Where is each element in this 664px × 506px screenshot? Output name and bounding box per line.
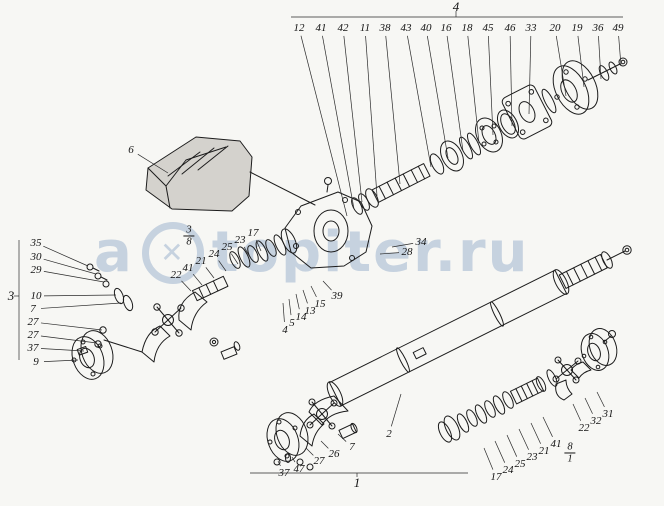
callout-29: 29	[30, 264, 42, 276]
callout-28: 28	[401, 246, 413, 258]
callout-38: 38	[379, 22, 391, 34]
callout-24: 24	[208, 248, 220, 260]
callout-39: 39	[331, 290, 343, 302]
callout-41: 41	[550, 438, 562, 450]
callout-18: 18	[461, 22, 473, 34]
callout-49: 49	[612, 22, 624, 34]
callout-21: 21	[538, 445, 550, 457]
watermark-text-prefix: a	[94, 220, 134, 285]
callout-35: 35	[30, 237, 42, 249]
callout-23: 23	[234, 234, 246, 246]
watermark-logo-glyph: ✕	[160, 235, 186, 269]
callout-20: 20	[549, 22, 561, 34]
callout-40: 40	[420, 22, 432, 34]
callout-34: 34	[415, 236, 427, 248]
callout-16: 16	[440, 22, 452, 34]
callout-4: 4	[282, 324, 288, 336]
callout-17: 17	[247, 227, 259, 239]
callout-7: 7	[30, 303, 36, 315]
callout-19: 19	[571, 22, 583, 34]
callout-14: 14	[295, 311, 307, 323]
group-label-4: 4	[452, 0, 460, 14]
callout-24: 24	[502, 464, 514, 476]
callout-31: 31	[602, 408, 614, 420]
callout-11: 11	[359, 22, 371, 34]
callout-5: 5	[289, 317, 295, 329]
watermark: a ✕ topiter.ru	[94, 220, 529, 285]
protective-cover	[145, 136, 316, 212]
callout-25: 25	[221, 241, 233, 253]
callout-13: 13	[304, 305, 316, 317]
group-label-1: 1	[353, 475, 361, 490]
callout-15: 15	[314, 298, 326, 310]
callout-42: 42	[337, 22, 349, 34]
watermark-text-suffix: topiter.ru	[211, 220, 530, 285]
callout-7: 7	[349, 441, 355, 453]
upper-driveshaft-assembly	[351, 57, 628, 215]
callout-12: 12	[293, 22, 305, 34]
group-label-3: 3	[7, 288, 15, 303]
callout-17: 17	[490, 471, 502, 483]
callout-27: 27	[313, 455, 325, 467]
callout-36: 36	[592, 22, 604, 34]
callout-47: 47	[293, 463, 305, 475]
callout-46: 46	[504, 22, 516, 34]
callout-43: 43	[400, 22, 412, 34]
callout-21: 21	[195, 255, 207, 267]
callout-2: 2	[386, 428, 392, 440]
callout-45: 45	[482, 22, 494, 34]
callout-27: 27	[27, 329, 39, 341]
callout-33: 33	[525, 22, 537, 34]
watermark-logo-icon: ✕	[141, 221, 204, 284]
callout-10: 10	[30, 290, 42, 302]
callout-32: 32	[590, 415, 602, 427]
callout-30: 30	[30, 251, 42, 263]
callout-23: 23	[526, 451, 538, 463]
callout-22: 22	[170, 269, 182, 281]
callout-41: 41	[315, 22, 327, 34]
lower-flange-joint	[266, 395, 358, 471]
callout-37: 37	[278, 467, 290, 479]
callout-26: 26	[328, 448, 340, 460]
callout-41: 41	[182, 262, 194, 274]
callout-6: 6	[128, 144, 134, 156]
callout-22: 22	[578, 422, 590, 434]
callout-27: 27	[27, 316, 39, 328]
callout-25: 25	[514, 458, 526, 470]
callout-37: 37	[27, 342, 39, 354]
callout-9: 9	[33, 356, 39, 368]
